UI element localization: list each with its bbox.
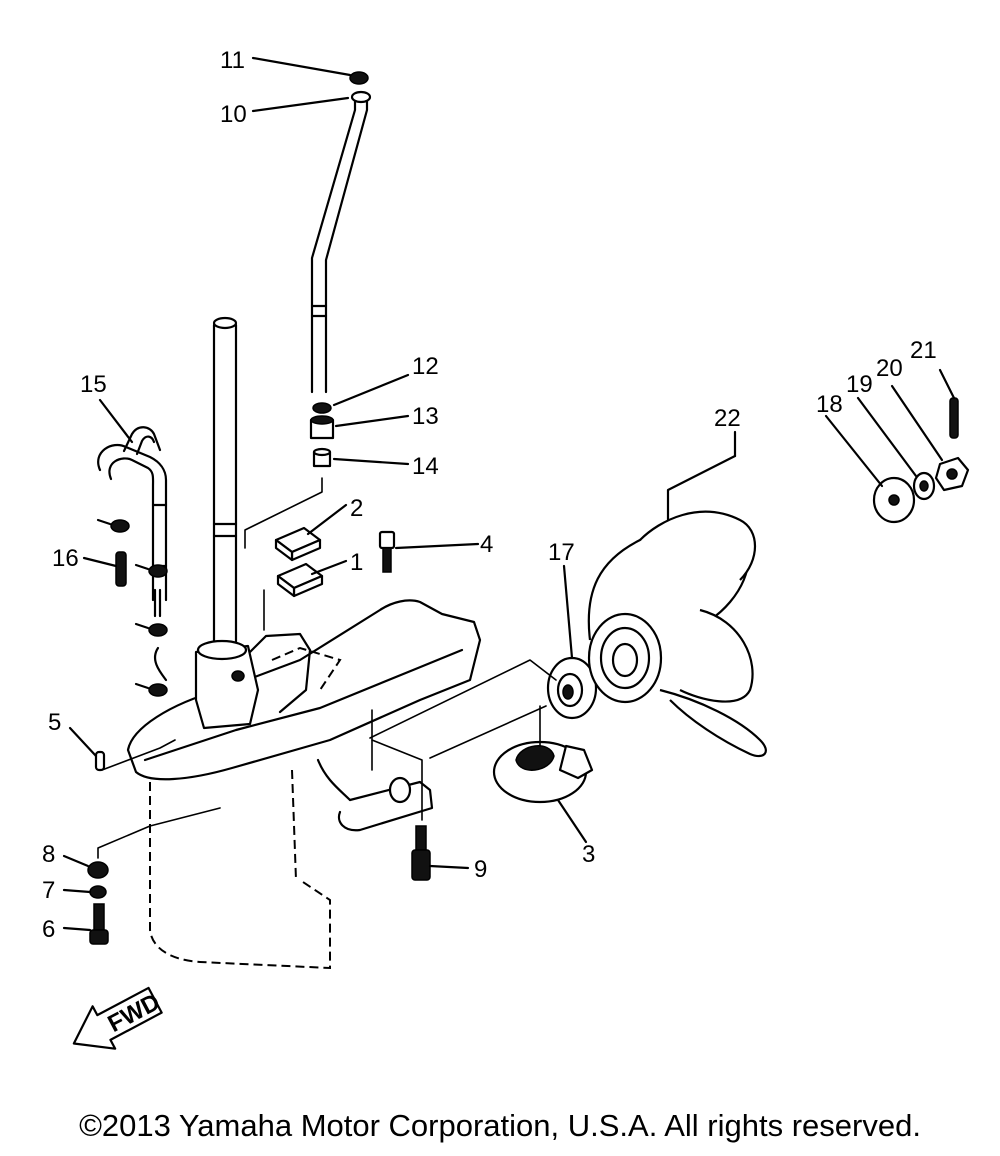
callout-10: 10	[220, 101, 247, 128]
washer-7	[89, 885, 107, 899]
bolt-9	[411, 825, 431, 881]
callout-1: 1	[350, 549, 363, 576]
callout-21: 21	[910, 337, 937, 364]
callout-11: 11	[220, 47, 245, 74]
bolt-6	[89, 903, 109, 945]
nut-20	[934, 456, 970, 492]
spacer-18	[872, 476, 916, 524]
washer-19	[912, 471, 936, 501]
leader-lines	[62, 56, 956, 932]
callout-6: 6	[42, 916, 55, 943]
callout-17: 17	[548, 539, 575, 566]
callout-3: 3	[582, 841, 595, 868]
washer-11	[349, 71, 369, 85]
callout-18: 18	[816, 391, 843, 418]
fwd-arrow: FWD	[72, 986, 164, 1050]
copyright-notice: ©2013 Yamaha Motor Corporation, U.S.A. A…	[79, 1108, 921, 1143]
callout-14: 14	[412, 453, 439, 480]
trim-tab-anode-3	[492, 705, 594, 804]
callout-22: 22	[714, 405, 741, 432]
key-1	[276, 562, 324, 598]
washer-10	[350, 90, 372, 104]
bolt-4	[378, 530, 396, 573]
callout-16: 16	[52, 545, 79, 572]
callout-5: 5	[48, 709, 61, 736]
washer-8	[87, 861, 109, 879]
stud-16	[115, 551, 127, 587]
cotter-pin-21	[949, 397, 959, 439]
callout-labels: 11 10 12 13 14 15 2 1 4 16 17 22 18 19 2…	[42, 47, 937, 943]
pin-5	[94, 750, 106, 772]
callout-7: 7	[42, 877, 55, 904]
lower-unit-housing	[126, 599, 482, 970]
callout-13: 13	[412, 403, 439, 430]
callout-19: 19	[846, 371, 873, 398]
callout-2: 2	[350, 495, 363, 522]
shift-rod	[310, 98, 369, 394]
callout-12: 12	[412, 353, 439, 380]
key-2	[274, 526, 322, 562]
callout-9: 9	[474, 856, 487, 883]
callout-20: 20	[876, 355, 903, 382]
grommet-12	[312, 402, 332, 414]
clamps	[96, 518, 168, 697]
callout-8: 8	[42, 841, 55, 868]
propeller-22	[587, 510, 767, 758]
callout-4: 4	[480, 531, 493, 558]
drive-shaft	[212, 316, 238, 650]
callout-15: 15	[80, 371, 107, 398]
